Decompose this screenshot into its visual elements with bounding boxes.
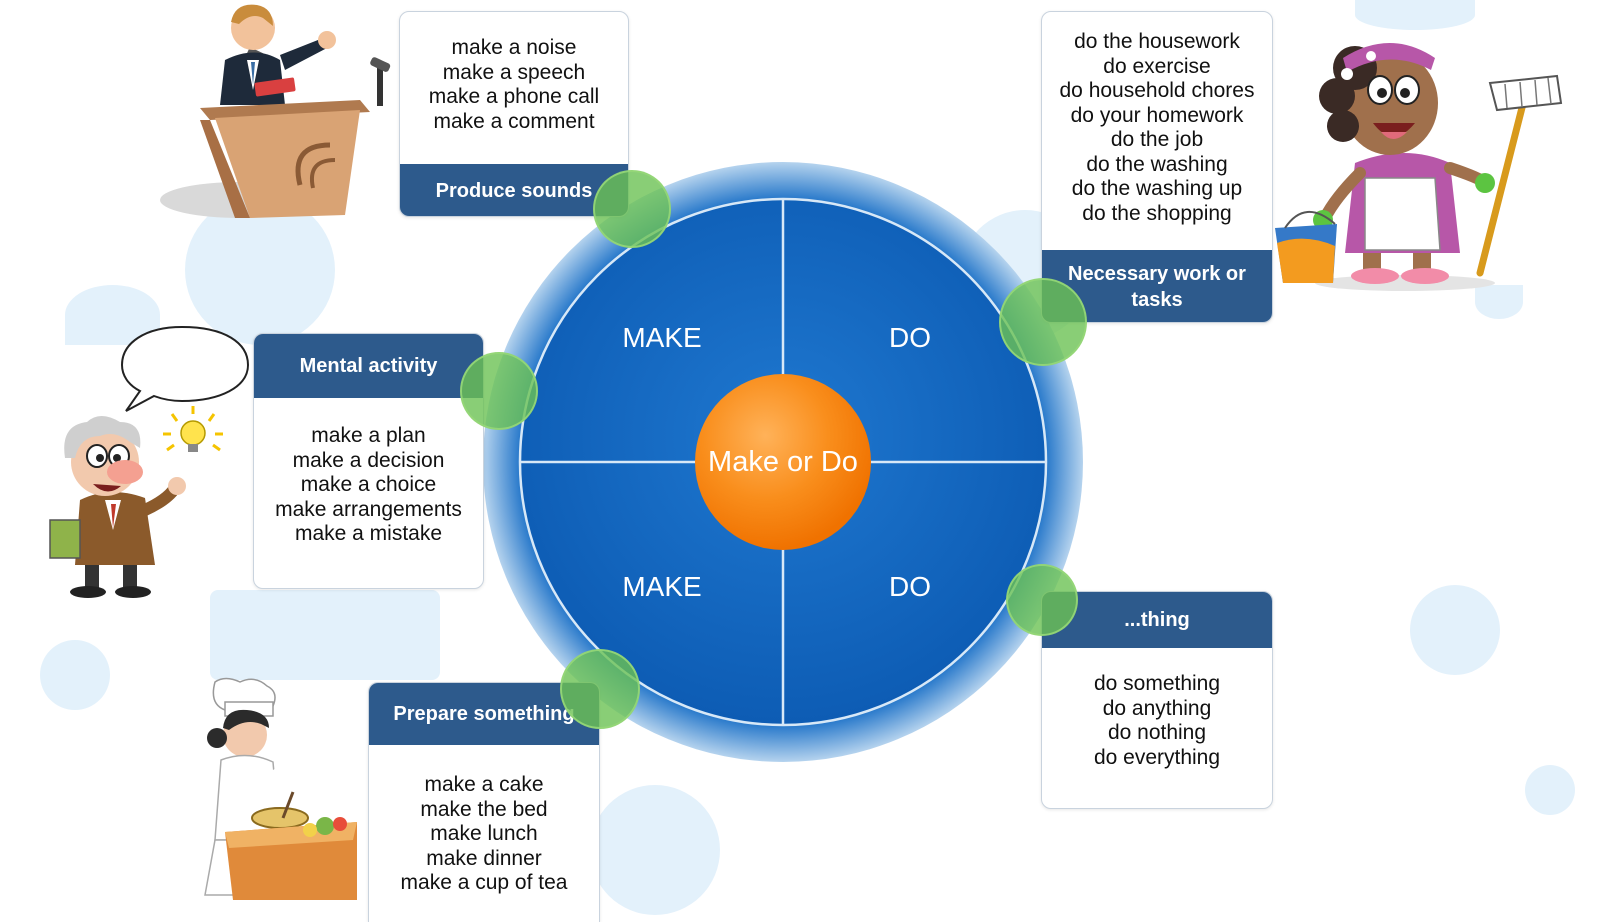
list-item: make a cup of tea: [400, 871, 568, 894]
list-item: do the washing: [1086, 152, 1228, 176]
quadrant-label-top-left: MAKE: [622, 322, 702, 353]
list-item: make lunch: [430, 822, 538, 845]
center-label: Make or Do: [708, 446, 858, 478]
make-or-do-wheel: [483, 162, 1083, 762]
card-mental-activity-items: make a plan make a decision make a choic…: [254, 424, 483, 547]
card-necessary-work-title: Necessary work or tasks: [1042, 250, 1272, 322]
list-item: make a decision: [292, 448, 445, 472]
card-produce-sounds-items: make a noise make a speech make a phone …: [400, 36, 628, 134]
list-item: make the bed: [420, 797, 548, 821]
list-item: do exercise: [1103, 54, 1211, 78]
chef-cooking-illustration: [204, 677, 357, 900]
list-item: make a mistake: [294, 522, 443, 545]
list-item: do the washing up: [1071, 177, 1243, 200]
list-item: do everything: [1093, 745, 1221, 769]
list-item: do nothing: [1107, 721, 1207, 744]
card-necessary-work: do the housework do exercise do househol…: [1041, 11, 1273, 323]
background-bubble: [185, 195, 335, 345]
list-item: make a speech: [442, 60, 586, 84]
connector-dot-mental-activity: [460, 352, 538, 430]
quadrant-label-top-right: DO: [889, 322, 931, 353]
speech-bubble-illustration: [120, 325, 250, 412]
card-prepare-something-items: make a cake make the bed make lunch make…: [369, 773, 599, 896]
list-item: do the housework: [1074, 30, 1240, 53]
card-thing: ...thing do something do anything do not…: [1041, 591, 1273, 809]
list-item: do your homework: [1070, 103, 1244, 127]
card-thing-items: do something do anything do nothing do e…: [1042, 672, 1272, 770]
list-item: make a noise: [451, 36, 577, 59]
background-bubble: [210, 590, 440, 680]
background-bubble: [590, 785, 720, 915]
connector-dot-thing: [1006, 564, 1078, 636]
professor-illustration: [49, 406, 223, 598]
list-item: make a phone call: [428, 85, 600, 108]
card-produce-sounds: make a noise make a speech make a phone …: [399, 11, 629, 217]
list-item: do anything: [1102, 696, 1212, 720]
background-bubble: [1410, 585, 1500, 675]
background-bubble: [40, 640, 110, 710]
card-mental-activity: Mental activity make a plan make a decis…: [253, 333, 484, 589]
list-item: make arrangements: [275, 497, 462, 521]
center-circle: [695, 374, 871, 550]
card-mental-activity-title: Mental activity: [254, 334, 483, 398]
card-prepare-something: Prepare something make a cake make the b…: [368, 682, 600, 922]
list-item: make a cake: [424, 773, 544, 796]
card-necessary-work-items: do the housework do exercise do househol…: [1042, 30, 1272, 226]
list-item: do the shopping: [1082, 201, 1232, 225]
list-item: do the job: [1110, 128, 1204, 151]
list-item: do something: [1093, 672, 1221, 695]
background-bubble: [1525, 765, 1575, 815]
list-item: make dinner: [426, 846, 542, 870]
connector-dot-prepare-something: [560, 649, 640, 729]
quadrant-label-bottom-left: MAKE: [622, 571, 702, 602]
card-produce-sounds-title: Produce sounds: [400, 164, 628, 216]
background-bubble: [1475, 285, 1523, 319]
list-item: make a choice: [300, 473, 437, 496]
quadrant-label-bottom-right: DO: [889, 571, 931, 602]
card-thing-title: ...thing: [1042, 592, 1272, 648]
connector-dot-produce-sounds: [593, 170, 671, 248]
cleaning-woman-illustration: [1275, 43, 1563, 291]
list-item: make a comment: [433, 109, 595, 133]
background-bubble: [1355, 0, 1475, 30]
list-item: do household chores: [1059, 79, 1255, 102]
lightbulb-icon: [163, 406, 223, 452]
speaker-podium-illustration: [160, 4, 391, 218]
list-item: make a plan: [311, 424, 426, 447]
connector-dot-necessary-work: [999, 278, 1087, 366]
